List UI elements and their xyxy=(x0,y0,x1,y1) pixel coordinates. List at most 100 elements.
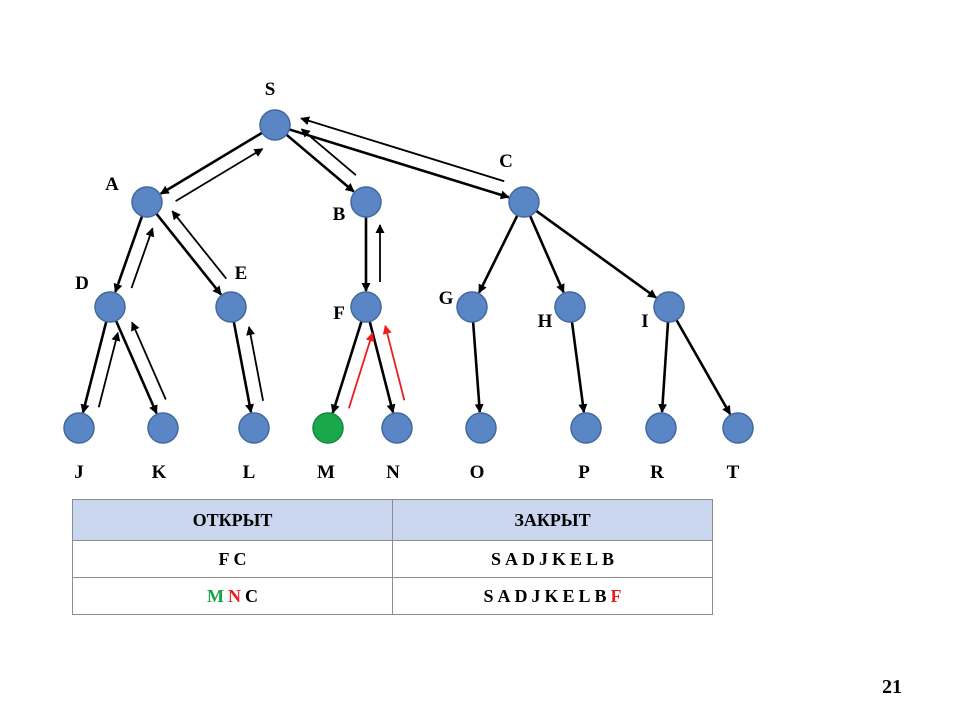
edge-I-T xyxy=(675,319,732,415)
backtrack-arrow-K-D xyxy=(131,321,167,400)
backtrack-arrow-C-S xyxy=(300,116,505,183)
backtrack-arrow-B-S xyxy=(300,128,357,176)
list-token: A xyxy=(504,548,518,569)
edge-C-I xyxy=(535,209,657,299)
node-label-D: D xyxy=(75,273,89,294)
edge-S-A xyxy=(159,131,263,195)
node-T xyxy=(722,412,754,444)
list-token: C xyxy=(245,585,258,606)
backtrack-arrow-N-F xyxy=(382,324,406,401)
edge-D-J xyxy=(80,321,108,414)
node-N xyxy=(381,412,413,444)
list-token: D xyxy=(514,585,528,606)
list-token: B xyxy=(594,585,607,606)
edge-E-L xyxy=(232,321,254,414)
list-token: E xyxy=(569,548,582,569)
node-label-C: C xyxy=(499,151,513,172)
node-label-A: A xyxy=(105,174,119,195)
edge-C-G xyxy=(477,214,519,294)
list-token: L xyxy=(586,548,599,569)
node-R xyxy=(645,412,677,444)
node-label-H: H xyxy=(538,311,553,332)
node-label-T: T xyxy=(727,462,740,483)
node-label-F: F xyxy=(333,303,345,324)
node-label-I: I xyxy=(641,311,648,332)
backtrack-arrow-D-A xyxy=(130,227,155,289)
node-label-J: J xyxy=(74,462,84,483)
backtrack-arrow-A-S xyxy=(175,148,264,202)
edge-A-E xyxy=(155,212,223,296)
node-D xyxy=(94,291,126,323)
list-token: L xyxy=(578,585,591,606)
node-label-P: P xyxy=(578,462,590,483)
node-G xyxy=(456,291,488,323)
list-token: B xyxy=(602,548,615,569)
list-token: N xyxy=(228,585,241,606)
backtrack-arrow-M-F xyxy=(347,332,375,409)
list-token: D xyxy=(521,548,535,569)
edge-H-P xyxy=(570,321,588,414)
node-M xyxy=(312,412,344,444)
list-token: M xyxy=(207,585,224,606)
list-token: A xyxy=(497,585,511,606)
closed-list-header: ЗАКРЫТ xyxy=(392,499,713,541)
node-label-O: O xyxy=(470,462,485,483)
node-label-B: B xyxy=(333,204,346,225)
backtrack-arrows xyxy=(97,116,505,409)
list-token: K xyxy=(544,585,559,606)
node-F xyxy=(350,291,382,323)
node-label-N: N xyxy=(386,462,400,483)
node-label-S: S xyxy=(265,79,276,100)
list-token: J xyxy=(531,585,541,606)
backtrack-arrow-J-D xyxy=(97,331,121,408)
node-label-R: R xyxy=(650,462,664,483)
edge-I-R xyxy=(658,321,670,414)
node-P xyxy=(570,412,602,444)
node-A xyxy=(131,186,163,218)
edge-C-H xyxy=(528,215,565,294)
edge-A-D xyxy=(113,215,144,293)
tree-nodes xyxy=(63,109,754,444)
backtrack-arrow-E-A xyxy=(171,210,228,280)
node-B xyxy=(350,186,382,218)
edge-G-O xyxy=(471,321,484,414)
edge-F-N xyxy=(368,321,396,414)
node-J xyxy=(63,412,95,444)
node-label-M: M xyxy=(317,462,335,483)
node-O xyxy=(465,412,497,444)
tree-edges xyxy=(80,128,732,415)
node-label-L: L xyxy=(243,462,256,483)
page-number: 21 xyxy=(882,676,902,698)
list-token: F xyxy=(610,585,622,606)
list-token: S xyxy=(490,548,501,569)
edge-S-C xyxy=(288,128,510,200)
list-token: E xyxy=(562,585,575,606)
edge-F-M xyxy=(330,320,363,414)
list-token: F xyxy=(218,548,230,569)
node-K xyxy=(147,412,179,444)
list-token: J xyxy=(538,548,548,569)
node-label-G: G xyxy=(439,288,454,309)
backtrack-arrow-L-E xyxy=(246,325,264,401)
node-I xyxy=(653,291,685,323)
edge-D-K xyxy=(114,320,158,415)
list-token: S xyxy=(483,585,494,606)
list-token: K xyxy=(551,548,566,569)
node-C xyxy=(508,186,540,218)
list-token: C xyxy=(233,548,247,569)
open-list-header: ОТКРЫТ xyxy=(72,499,393,541)
table-header-row: ОТКРЫТ ЗАКРЫТ xyxy=(72,499,713,541)
node-label-K: K xyxy=(152,462,167,483)
node-S xyxy=(259,109,291,141)
node-L xyxy=(238,412,270,444)
